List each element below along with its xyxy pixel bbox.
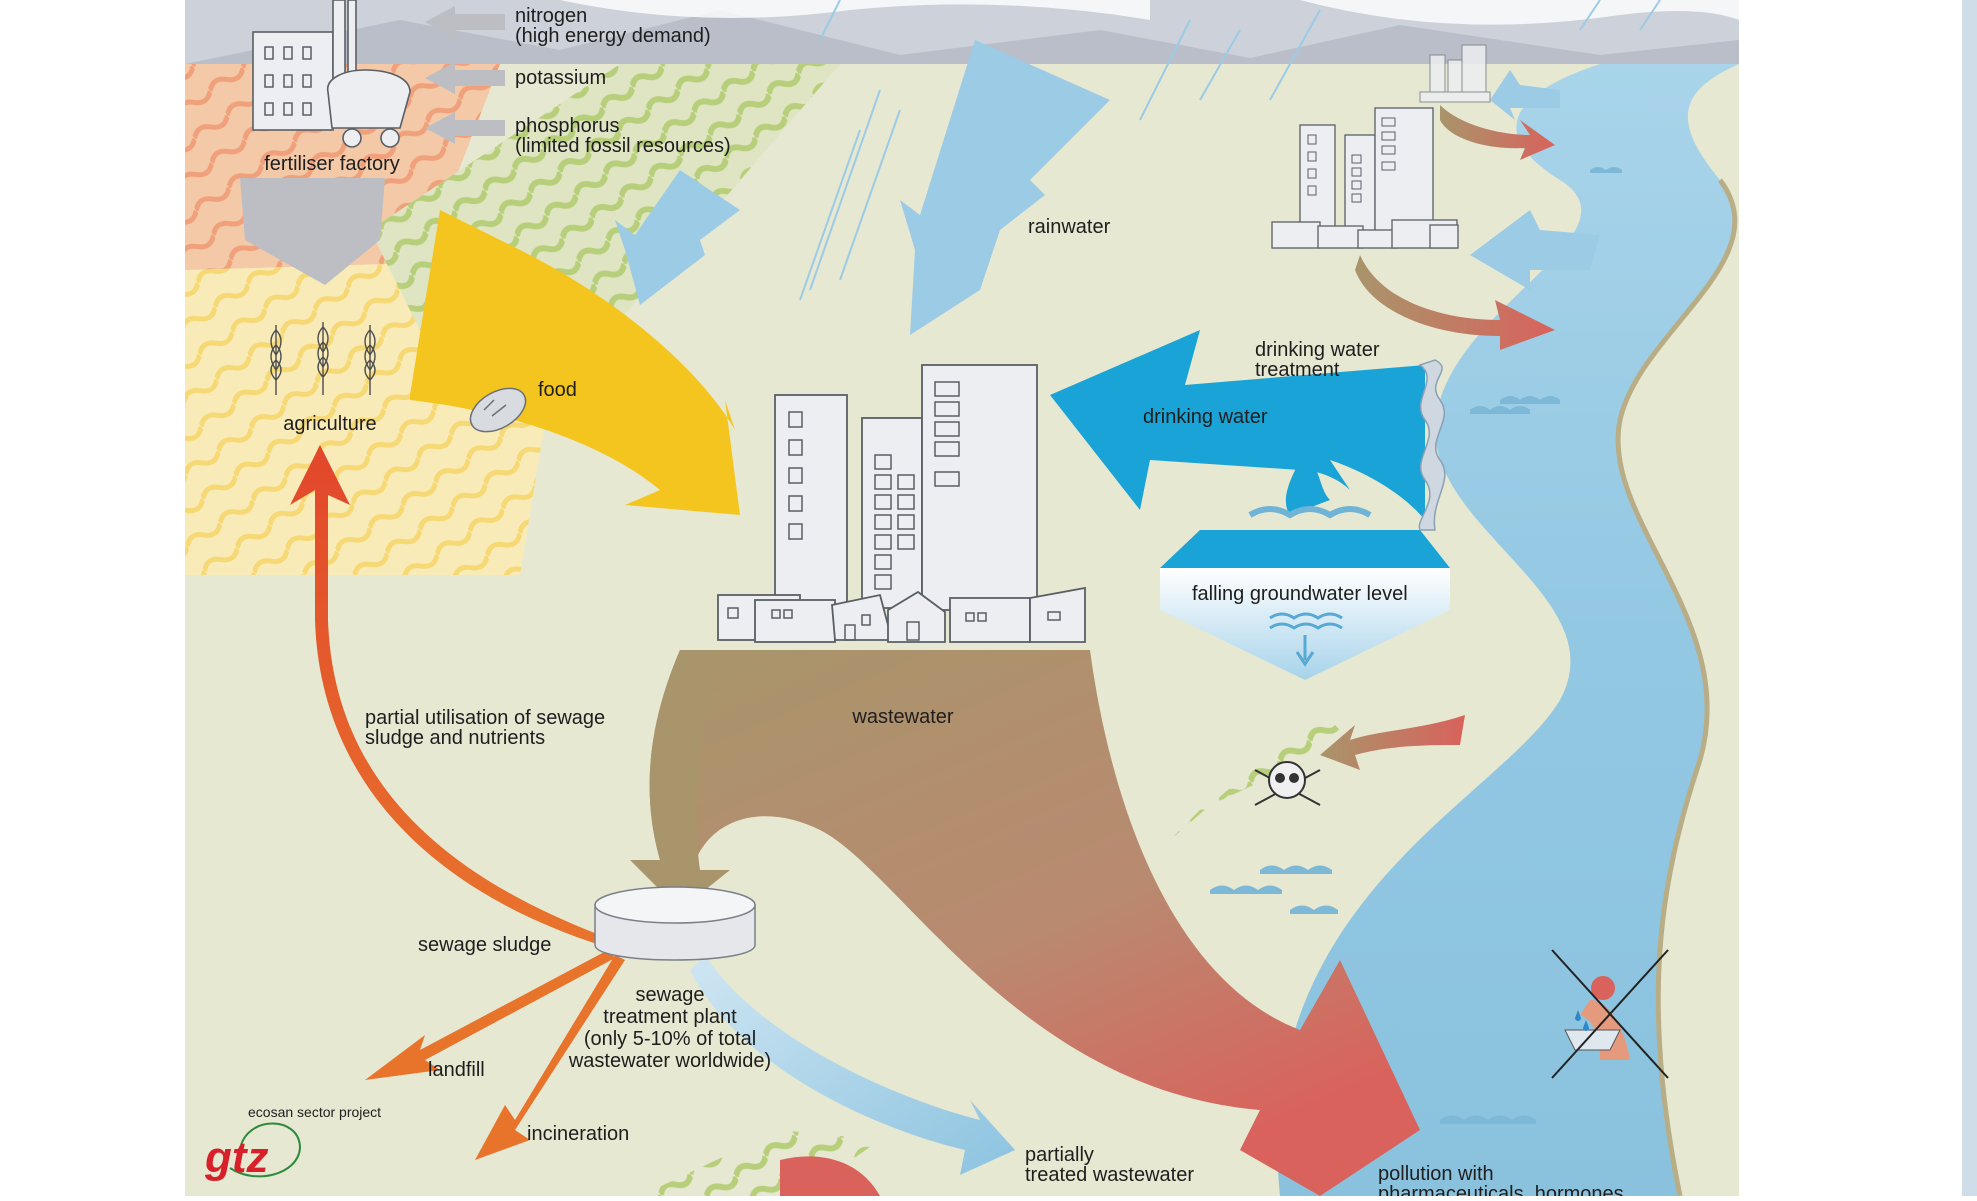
river-to-city-arrow [1470,210,1600,290]
nitrogen-label: nitrogen(high energy demand) [515,5,711,47]
partial-utilisation-line: sludge and nutrients [365,727,545,749]
incineration-arrow [475,955,625,1160]
phosphorus-label: phosphorus(limited fossil resources) [515,115,731,157]
bread-icon [469,387,527,433]
city-small-outflow-arrow [1440,105,1555,160]
wastewater-line: wastewater [851,706,953,728]
nitrogen-line: nitrogen [515,5,587,27]
landfill-line: landfill [428,1059,485,1081]
sludge-to-agriculture-arrow [290,445,600,945]
food-arrow [410,210,740,515]
groundwater-ripple [1269,612,1343,630]
far-city-icon [1419,44,1491,103]
river-to-skull-arrow [1320,715,1465,770]
landfill-arrow [365,950,615,1080]
rain-streaks [799,0,1661,301]
pollution-line: pollution with [1378,1163,1494,1185]
rainwater-arrow [900,40,1110,335]
falling-groundwater-label: falling groundwater level [1192,583,1408,605]
clouds [560,0,1150,20]
rain-to-field-arrow [615,170,740,305]
potassium-label: potassium [515,67,606,89]
food-line: food [538,379,577,401]
gtz-logo-text: gtz [204,1133,269,1182]
page-edge-strip [1962,0,1977,1196]
treatment-filter [1418,359,1446,531]
river-edge [1615,178,1738,1197]
green-strip-middle [1170,710,1350,840]
food-label: food [538,379,577,401]
agriculture-line: agriculture [283,413,376,435]
pollution-line: pharmaceuticals, hormones [1378,1183,1624,1196]
partial-utilisation-line: partial utilisation of sewage [365,707,605,729]
drinking-water-treatment-line: treatment [1255,359,1340,381]
river-to-city-small-arrow [1490,70,1560,120]
sewage-sludge-label: sewage sludge [418,934,551,956]
drinking-water-label: drinking water [1143,406,1268,428]
falling-groundwater-line: falling groundwater level [1192,583,1408,605]
city-buildings-icon [717,364,1086,643]
partially-treated-line: treated wastewater [1025,1164,1194,1186]
sewage-treatment-plant-line: sewage [636,984,705,1006]
sewage-treatment-plant-line: (only 5-10% of total [584,1028,756,1050]
landfill-label: landfill [428,1059,485,1081]
river [1277,64,1739,1196]
incineration-label: incineration [527,1123,629,1145]
city-outflow-arrow [1355,255,1555,350]
nitrogen-line: (high energy demand) [515,25,711,47]
agriculture-label: agriculture [283,413,376,435]
skull-icon [1254,761,1321,806]
drinking-water-line: drinking water [1143,406,1268,428]
mountains [185,10,1739,64]
sewage-treatment-plant-line: treatment plant [603,1006,737,1028]
potassium-arrow [425,62,505,94]
groundwater-down-arrow [1295,635,1315,667]
potassium-line: potassium [515,67,606,89]
gtz-logo: gtz [204,1122,302,1182]
sewage-tank-icon [594,886,756,961]
wheat-icon [270,322,376,395]
groundwater-top [1160,530,1450,568]
phosphorus-arrow [425,112,505,144]
wastewater-flow [649,650,1420,1196]
fertiliser-down-arrow [240,178,385,285]
wastewater-to-plant-arrow [630,650,730,910]
wastewater-label: wastewater [851,706,953,728]
nitrogen-arrow [425,6,505,38]
upper-city-icon [1271,107,1459,249]
rainwater-label: rainwater [1028,216,1111,238]
fertiliser-factory-label: fertiliser factory [264,153,400,175]
no-drinking-icon [1551,949,1669,1079]
sewage-sludge-line: sewage sludge [418,934,551,956]
phosphorus-line: phosphorus [515,115,620,137]
clouds-right [1300,0,1739,25]
groundwater-waves [1248,506,1372,519]
partially-treated-line: partially [1025,1144,1094,1166]
drinking-water-treatment-line: drinking water [1255,339,1380,361]
phosphorus-line: (limited fossil resources) [515,135,731,157]
rainwater-line: rainwater [1028,216,1111,238]
sewage-treatment-plant-line: wastewater worldwide) [568,1050,771,1072]
incineration-line: incineration [527,1123,629,1145]
ecosan-line: ecosan sector project [248,1104,381,1120]
factory-icon [252,0,411,148]
drinking-water-arrow [1050,330,1425,520]
ecosan-label: ecosan sector project [248,1104,381,1120]
fertiliser-factory-line: fertiliser factory [264,153,400,175]
partially-treated-arrow [690,955,1015,1175]
river-ripples [1210,167,1622,1124]
drinking-water-down-flow [1285,460,1330,515]
bottom-red-arrow [780,1156,880,1196]
